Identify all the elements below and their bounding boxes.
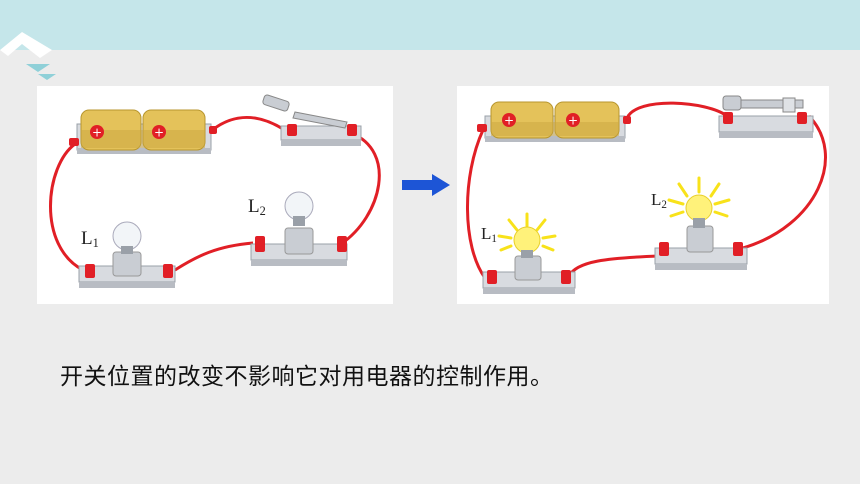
- lamp-l2-lit: [654, 176, 748, 270]
- lamp-l1-label: L1: [81, 228, 99, 251]
- lamp-l2-label: L2: [248, 196, 266, 219]
- corner-decoration: [0, 32, 56, 80]
- svg-text:+: +: [92, 126, 102, 140]
- battery-holder: + +: [69, 109, 217, 154]
- caption-text: 开关位置的改变不影响它对用电器的控制作用。: [60, 364, 554, 390]
- lamp-l1-label: L1: [481, 224, 497, 245]
- right-arrow-icon: [402, 174, 450, 196]
- header-band: [0, 0, 860, 50]
- circuit-diagram-before: + +: [37, 86, 393, 304]
- switch-closed: [718, 95, 814, 138]
- circuit-diagram-after: + +: [457, 86, 829, 304]
- switch-open: [262, 94, 362, 146]
- lamp-l2: [250, 191, 348, 266]
- svg-text:+: +: [504, 114, 514, 128]
- lamp-l1: [78, 221, 176, 288]
- lamp-l1-lit: [482, 212, 576, 294]
- svg-text:+: +: [568, 114, 578, 128]
- svg-text:+: +: [154, 126, 164, 140]
- lamp-l2-label: L2: [651, 190, 667, 211]
- battery-holder: + +: [477, 101, 631, 142]
